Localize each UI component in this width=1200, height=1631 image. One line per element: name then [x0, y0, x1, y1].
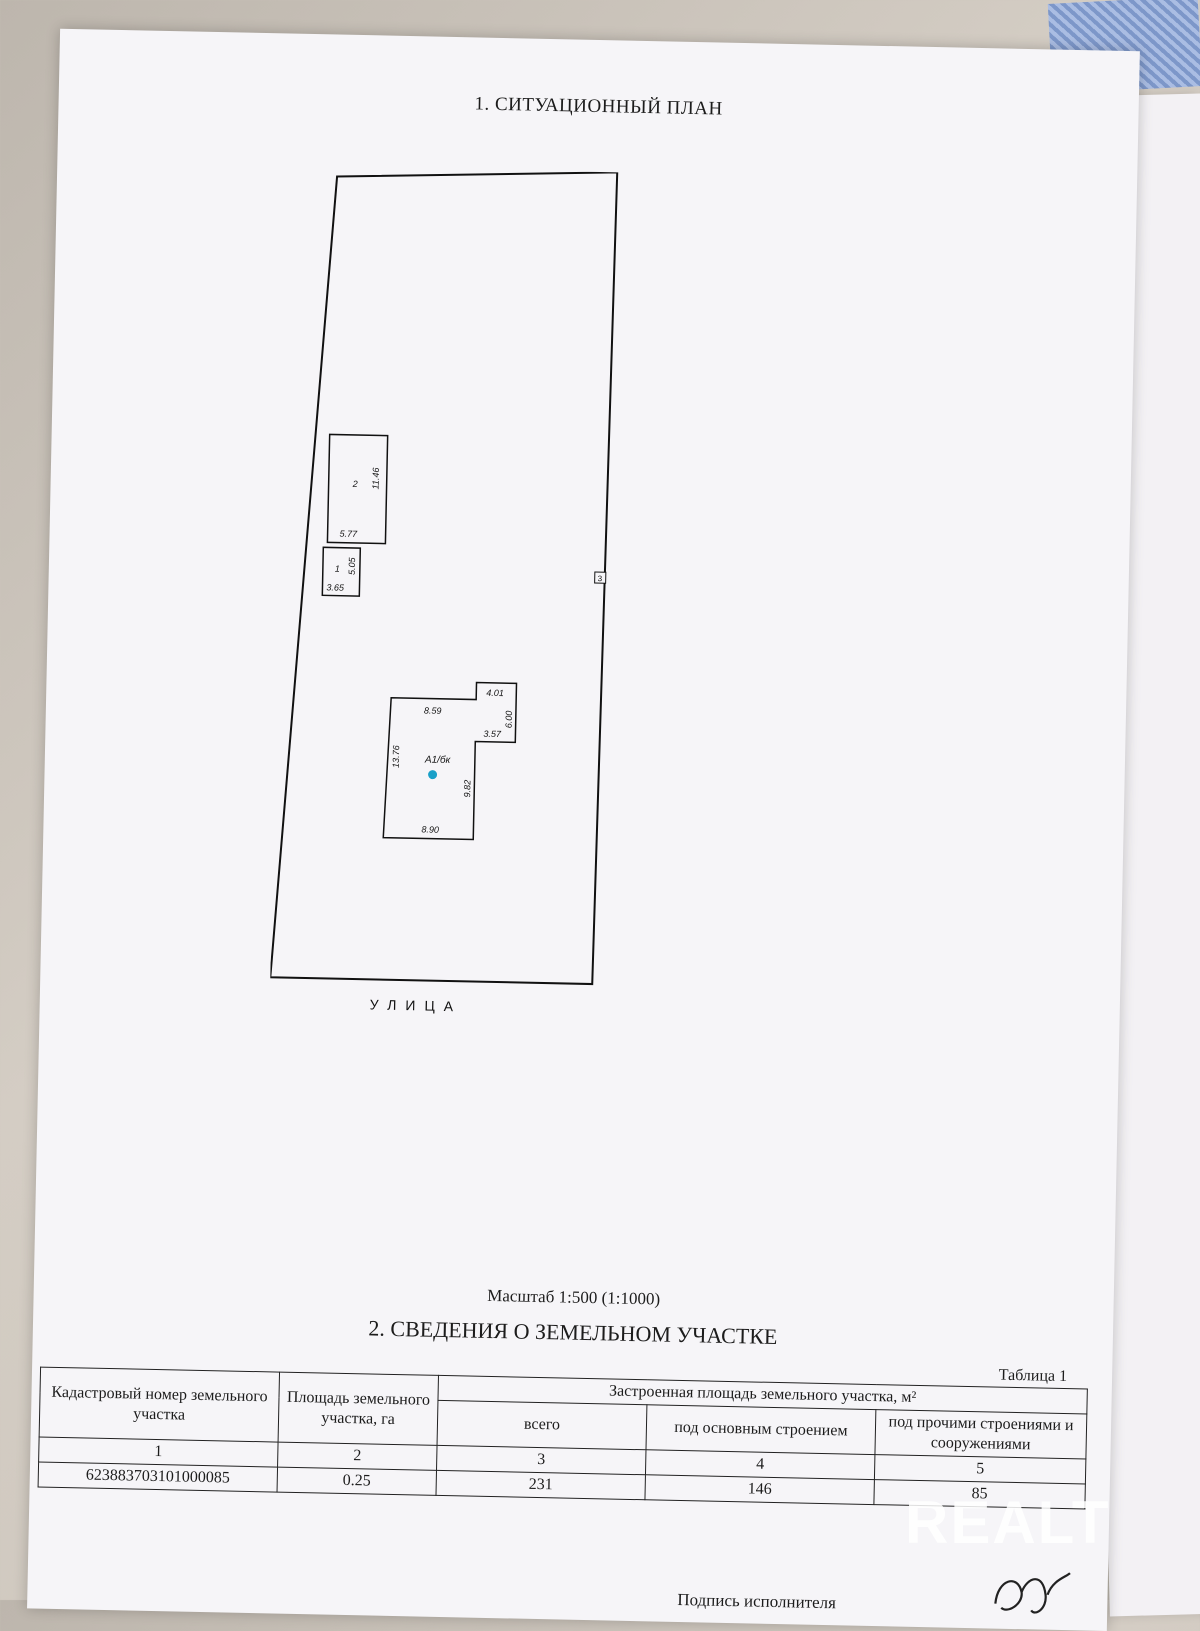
building-1 [321, 546, 362, 597]
main-house-id: А1/бк [424, 753, 452, 766]
cell-total: 231 [435, 1470, 646, 1500]
building-1-dim-width: 3.65 [326, 582, 345, 592]
table-caption: Таблица 1 [998, 1366, 1068, 1386]
header-cadastral: Кадастровый номер земельного участка [39, 1367, 280, 1443]
cell-cadastral-number: 623883703101000085 [38, 1462, 278, 1493]
header-total: всего [437, 1400, 647, 1450]
signature-mark [994, 1572, 1071, 1614]
header-other: под прочими строениями и сооружениями [874, 1409, 1087, 1459]
page-title: 1. СИТУАЦИОННЫЙ ПЛАН [474, 93, 723, 120]
header-main: под основным строением [645, 1404, 876, 1455]
building-2 [326, 433, 389, 545]
boundary-marker-label: 3 [598, 574, 603, 583]
main-house [382, 681, 518, 841]
building-2-id: 2 [352, 479, 358, 489]
column-number-2: 2 [277, 1442, 438, 1471]
main-house-dim-top: 8.59 [424, 705, 442, 715]
watermark-logo: REALT [905, 1489, 1111, 1556]
main-house-dim-bottom: 8.90 [421, 824, 439, 834]
header-area: Площадь земельного участка, га [278, 1372, 439, 1446]
main-house-marker-dot [428, 770, 438, 780]
section-title: 2. СВЕДЕНИЯ О ЗЕМЕЛЬНОМ УЧАСТКЕ [368, 1315, 778, 1349]
land-plot-outline [269, 171, 619, 986]
document-sheet: 1. СИТУАЦИОННЫЙ ПЛАН 2 11.46 5.77 1 5.05… [27, 28, 1140, 1631]
building-1-id: 1 [335, 564, 340, 574]
main-house-dim-step: 3.57 [483, 729, 502, 739]
building-2-dim-length: 11.46 [371, 467, 381, 489]
main-house-dim-top-right: 4.01 [486, 688, 504, 698]
main-house-dim-right-lower: 9.82 [462, 780, 472, 798]
street-label: УЛИЦА [370, 996, 463, 1014]
cell-area: 0.25 [277, 1467, 437, 1496]
signature-label: Подпись исполнителя [677, 1589, 837, 1613]
main-house-dim-left: 13.76 [391, 745, 401, 768]
building-1-dim-length: 5.05 [347, 556, 357, 575]
situation-plan: 2 11.46 5.77 1 5.05 3.65 3 4.01 8.59 6.0… [269, 171, 619, 1014]
boundary-marker [594, 571, 607, 584]
cell-main: 146 [644, 1474, 875, 1505]
building-2-dim-width: 5.77 [339, 529, 358, 539]
main-house-dim-right-upper: 6.00 [504, 711, 514, 729]
